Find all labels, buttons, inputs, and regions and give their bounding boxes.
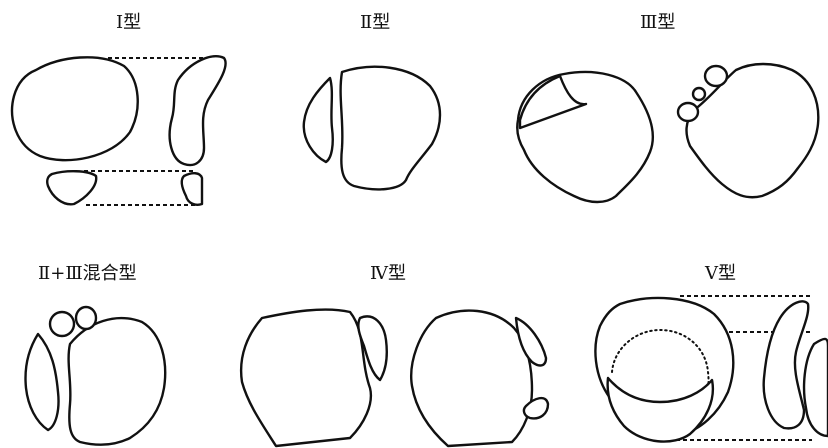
type5-side-fragment-1: [764, 301, 809, 428]
type2-3-panel: [26, 307, 166, 445]
type1-main-fragment: [12, 57, 138, 160]
mixed-free-fragment-2: [76, 307, 96, 329]
type4-panel: [241, 310, 548, 446]
type5-side-fragment-2: [804, 339, 828, 436]
type5-panel: [595, 296, 828, 442]
type2-marginal-fragment: [304, 78, 333, 162]
mixed-marginal-fragment: [26, 334, 59, 430]
type3-free-fragment-1: [705, 66, 727, 86]
type2-panel: [304, 67, 440, 190]
type4-left-main-fragment: [241, 310, 371, 446]
type3-free-fragment-3: [678, 103, 698, 121]
type1-side-fragment: [170, 56, 226, 165]
type2-main-fragment: [341, 67, 440, 190]
type3-free-fragment-2: [693, 88, 705, 100]
type1-small-fragment-left: [47, 171, 96, 204]
type1-panel: [12, 56, 226, 205]
type4-right-main-fragment: [411, 311, 532, 446]
type3-right-main-fragment: [687, 64, 819, 197]
type3-panel: [517, 64, 818, 202]
mixed-main-fragment: [69, 318, 166, 445]
type1-small-fragment-right: [182, 173, 202, 205]
mixed-free-fragment-1: [50, 312, 74, 336]
